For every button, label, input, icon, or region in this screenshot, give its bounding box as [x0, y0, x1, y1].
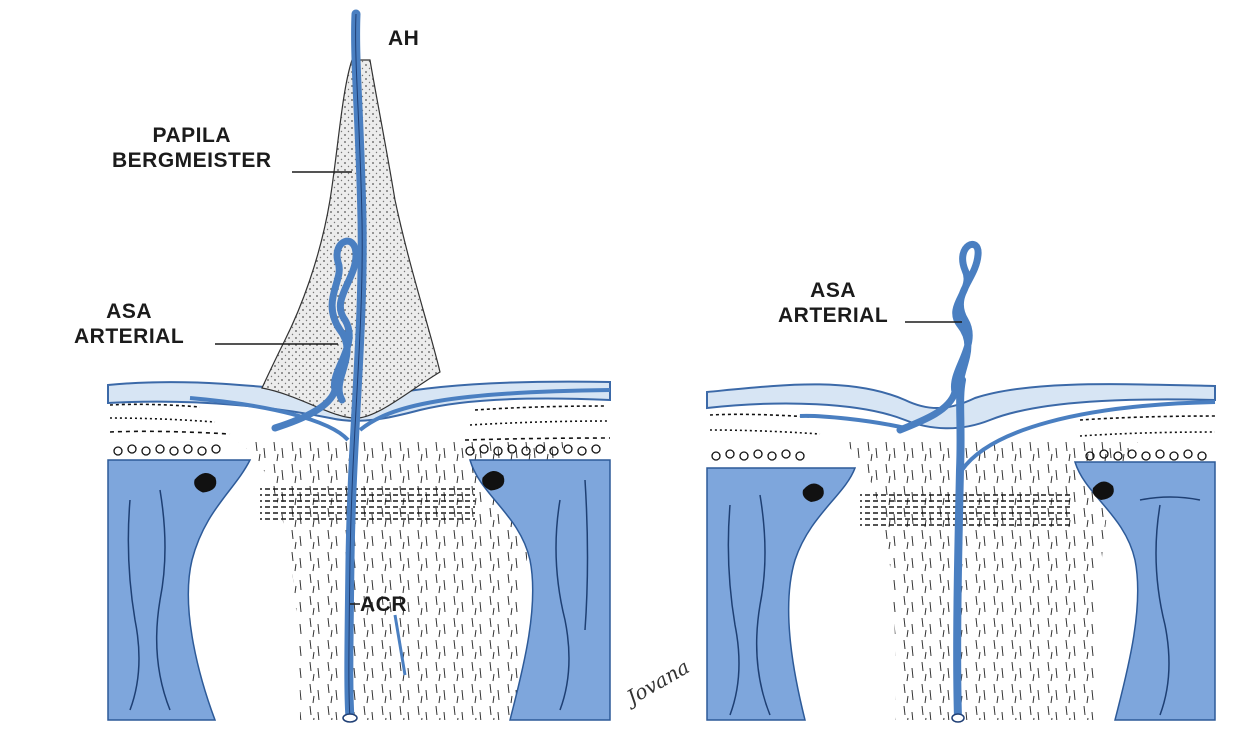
- label-papila-line2: BERGMEISTER: [112, 148, 272, 173]
- artist-signature: Jovana: [619, 654, 693, 711]
- right-retinal-branch-left: [800, 416, 905, 428]
- label-acr: ACR: [360, 592, 407, 617]
- label-asa-left-line2: ARTERIAL: [74, 324, 184, 349]
- label-asa-left-line1: ASA: [74, 299, 184, 324]
- left-lamina-cribrosa: [260, 484, 475, 520]
- left-diagram-with-papilla: [108, 14, 610, 722]
- right-central-artery: [957, 380, 962, 718]
- label-asa-right-line2: ARTERIAL: [778, 303, 888, 328]
- label-asa-arterial-right: ASA ARTERIAL: [778, 278, 888, 328]
- label-ah: AH: [388, 26, 419, 51]
- left-sclera-left: [108, 460, 250, 720]
- label-asa-right-line1: ASA: [778, 278, 888, 303]
- svg-text:Jovana: Jovana: [619, 654, 693, 711]
- right-lamina-cribrosa: [860, 494, 1070, 530]
- right-artery-end: [952, 714, 964, 722]
- label-asa-arterial-left: ASA ARTERIAL: [74, 299, 184, 349]
- label-papila-bergmeister: PAPILA BERGMEISTER: [112, 123, 272, 173]
- acr-vessel-end: [343, 714, 357, 722]
- label-papila-line1: PAPILA: [112, 123, 272, 148]
